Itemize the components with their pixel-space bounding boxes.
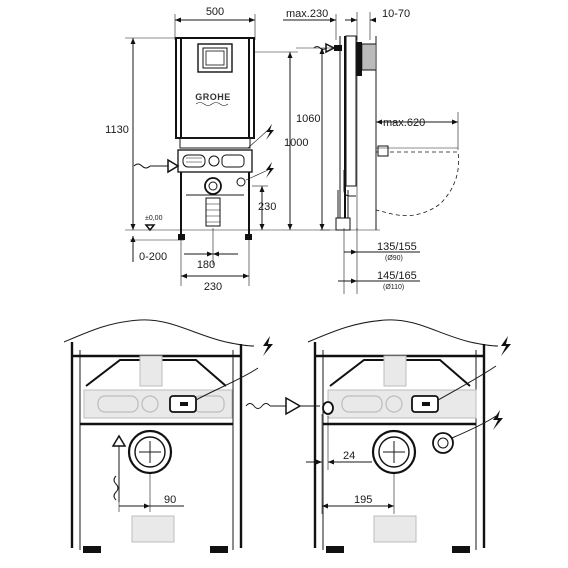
dim-max-projection: max.620: [383, 117, 425, 129]
dim-max-depth: max.230: [286, 8, 328, 20]
floor-level: ±0,00: [145, 215, 163, 222]
brand-logo: GROHE: [195, 92, 231, 102]
dim-adjust-range: 0-200: [139, 251, 167, 263]
dim-outlet-90-sub: (Ø90): [385, 255, 403, 262]
electric-icon: [266, 162, 274, 178]
dim-offset-90: 90: [164, 494, 176, 506]
dim-outlet-90: 135/155: [377, 241, 417, 253]
dim-spacing-180: 180: [197, 259, 215, 271]
electric-icon: [266, 124, 274, 140]
dim-spacing-230: 230: [204, 281, 222, 293]
dim-height-1060: 1060: [296, 113, 320, 125]
dim-inner-height: 1000: [284, 137, 308, 149]
dim-outlet-110: 145/165: [377, 270, 417, 282]
electric-icon: [493, 410, 503, 430]
detail-left: 90: [63, 319, 273, 553]
dim-offset-24: 24: [343, 450, 355, 462]
detail-right: 24 195: [245, 319, 511, 553]
side-view: max.230 10-70 max.620: [283, 8, 459, 294]
dim-wall-range: 10-70: [382, 8, 410, 20]
dim-outlet-110-sub: (Ø110): [383, 284, 404, 291]
dim-width: 500: [206, 6, 224, 18]
dim-total-height: 1130: [105, 124, 129, 136]
dim-pipe-height: 230: [258, 201, 276, 213]
front-view: 500 GROHE: [105, 6, 330, 293]
electric-icon: [501, 336, 511, 356]
electric-icon: [263, 336, 273, 356]
dim-offset-195: 195: [354, 494, 372, 506]
